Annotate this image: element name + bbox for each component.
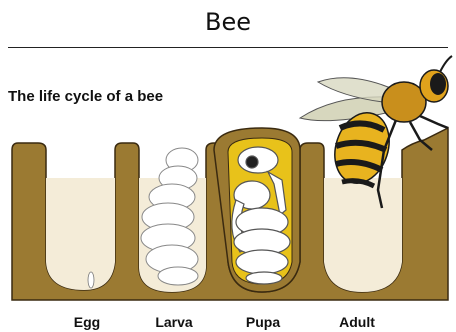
diagram-heading: The life cycle of a bee <box>8 88 163 105</box>
bee-eye <box>430 73 446 95</box>
stage-label-adult: Adult <box>322 314 392 330</box>
stage-label-larva: Larva <box>139 314 209 330</box>
bee-antenna <box>440 56 452 72</box>
egg-icon <box>88 272 94 288</box>
bee-leg <box>420 116 448 128</box>
stage-label-pupa: Pupa <box>228 314 298 330</box>
stage-label-egg: Egg <box>52 314 122 330</box>
adult-cell-interior <box>324 178 402 292</box>
egg-cell-interior <box>46 178 115 290</box>
larva-icon <box>141 148 198 285</box>
